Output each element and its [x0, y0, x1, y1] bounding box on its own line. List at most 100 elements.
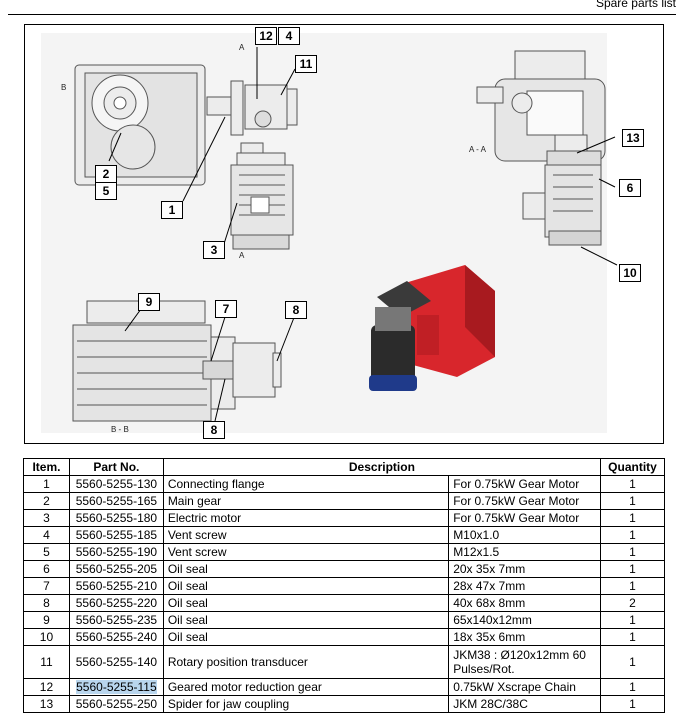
callout-9: 9 [138, 293, 160, 311]
callout-12: 12 [255, 27, 277, 45]
exploded-view-figure: 12 4 11 2 5 1 3 13 6 10 9 7 8 8 A B A - … [24, 24, 664, 444]
item-cell: 3 [23, 509, 70, 527]
column-header-description: Description [162, 458, 602, 476]
spec-cell: JKM38 : Ø120x12mm 60 Pulses/Rot. [448, 645, 601, 679]
callout-1: 1 [161, 201, 183, 219]
item-cell: 9 [23, 611, 70, 629]
column-header-quantity: Quantity [600, 458, 665, 476]
callout-11: 11 [295, 55, 317, 73]
description-cell: Connecting flange [162, 475, 450, 493]
description-cell: Oil seal [162, 611, 450, 629]
quantity-cell: 1 [600, 628, 665, 646]
part-no-cell: 5560-5255-205 [68, 560, 164, 578]
quantity-cell: 2 [600, 594, 665, 612]
spec-cell: 0.75kW Xscrape Chain [448, 678, 601, 696]
description-cell: Oil seal [162, 628, 450, 646]
selected-part-number[interactable]: 5560-5255-115 [76, 679, 157, 694]
item-cell: 8 [23, 594, 70, 612]
spec-cell: M10x1.0 [448, 526, 601, 544]
quantity-cell: 1 [600, 492, 665, 510]
motor-front-view [230, 152, 294, 250]
item-cell: 5 [23, 543, 70, 561]
item-cell: 1 [23, 475, 70, 493]
callout-13: 13 [622, 129, 644, 147]
header-divider [8, 14, 676, 15]
part-no-cell: 5560-5255-180 [68, 509, 164, 527]
spec-cell: JKM 28C/38C [448, 695, 601, 713]
part-no-cell: 5560-5255-185 [68, 526, 164, 544]
spec-cell: 65x140x12mm [448, 611, 601, 629]
section-marker-a-bottom: A [239, 251, 245, 260]
item-cell: 7 [23, 577, 70, 595]
description-cell: Oil seal [162, 577, 450, 595]
quantity-cell: 1 [600, 475, 665, 493]
item-cell: 13 [23, 695, 70, 713]
callout-8-bottom: 8 [203, 421, 225, 439]
table-header-row: Item. Part No. Description Quantity [23, 458, 665, 476]
quantity-cell: 1 [600, 577, 665, 595]
quantity-cell: 1 [600, 560, 665, 578]
part-no-cell: 5560-5255-115 [68, 678, 164, 696]
description-cell: Geared motor reduction gear [162, 678, 450, 696]
part-no-cell: 5560-5255-240 [68, 628, 164, 646]
item-cell: 4 [23, 526, 70, 544]
quantity-cell: 1 [600, 509, 665, 527]
spec-cell: For 0.75kW Gear Motor [448, 509, 601, 527]
section-marker-b: B [61, 83, 67, 92]
callout-10: 10 [619, 264, 641, 282]
part-no-cell: 5560-5255-130 [68, 475, 164, 493]
spec-cell: 28x 47x 7mm [448, 577, 601, 595]
quantity-cell: 1 [600, 611, 665, 629]
item-cell: 11 [23, 645, 70, 679]
callout-5: 5 [95, 182, 117, 200]
spec-cell: 20x 35x 7mm [448, 560, 601, 578]
part-no-cell: 5560-5255-210 [68, 577, 164, 595]
quantity-cell: 1 [600, 543, 665, 561]
spec-cell: For 0.75kW Gear Motor [448, 475, 601, 493]
description-cell: Electric motor [162, 509, 450, 527]
gear-motor-3d-render [369, 265, 495, 391]
part-no-cell: 5560-5255-140 [68, 645, 164, 679]
spec-cell: For 0.75kW Gear Motor [448, 492, 601, 510]
description-cell: Spider for jaw coupling [162, 695, 450, 713]
quantity-cell: 1 [600, 695, 665, 713]
callout-2: 2 [95, 165, 117, 183]
part-no-cell: 5560-5255-250 [68, 695, 164, 713]
part-no-cell: 5560-5255-190 [68, 543, 164, 561]
part-no-cell: 5560-5255-235 [68, 611, 164, 629]
item-cell: 12 [23, 678, 70, 696]
technical-drawing [41, 33, 618, 433]
callout-8-top: 8 [285, 301, 307, 319]
spec-cell: 18x 35x 6mm [448, 628, 601, 646]
item-cell: 2 [23, 492, 70, 510]
description-cell: Main gear [162, 492, 450, 510]
part-no-cell: 5560-5255-220 [68, 594, 164, 612]
description-cell: Vent screw [162, 526, 450, 544]
callout-3: 3 [203, 241, 225, 259]
quantity-cell: 1 [600, 526, 665, 544]
callout-7: 7 [215, 300, 237, 318]
description-cell: Oil seal [162, 560, 450, 578]
part-no-cell: 5560-5255-165 [68, 492, 164, 510]
column-header-part-no: Part No. [68, 458, 164, 476]
section-marker-a-top: A [239, 43, 245, 52]
section-title-aa: A - A [469, 145, 486, 154]
description-cell: Vent screw [162, 543, 450, 561]
spec-cell: 40x 68x 8mm [448, 594, 601, 612]
quantity-cell: 1 [600, 645, 665, 679]
section-view-bb [72, 300, 282, 422]
callout-6: 6 [619, 179, 641, 197]
leader-lines [108, 47, 618, 422]
